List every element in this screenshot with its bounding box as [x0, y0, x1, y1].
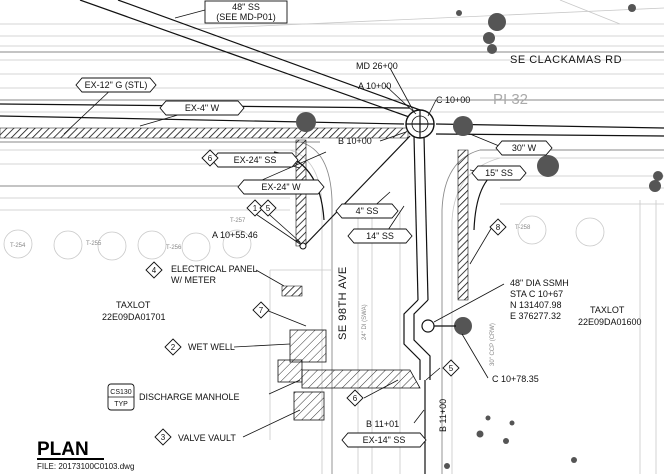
station-b-1100: B 11+00 — [438, 399, 448, 432]
label-30-ccp: 30" CCP (CRW) — [490, 323, 496, 366]
detail-tag-sheet: CS130 — [110, 389, 132, 396]
taxlot-left-1: TAXLOT — [116, 300, 151, 310]
station-c-1000: C 10+00 — [436, 95, 470, 105]
tree-label-256: T-256 — [166, 245, 182, 251]
label-ex-4w: EX-4" W — [185, 103, 220, 113]
callout-5b: 5 — [449, 364, 454, 373]
street-clackamas: SE CLACKAMAS RD — [510, 54, 622, 66]
manhole-note-2: STA C 10+67 — [510, 289, 563, 299]
callout-4: 4 — [152, 266, 157, 275]
label-15-ss: 15" SS — [485, 168, 513, 178]
callout-7: 7 — [259, 306, 264, 315]
callout-3: 3 — [161, 433, 166, 442]
file-name: FILE: 20173100C0103.dwg — [37, 462, 134, 471]
label-see-md-p01: (SEE MD-P01) — [216, 12, 276, 22]
tree-label-255: T-255 — [86, 241, 102, 247]
label-w-meter: W/ METER — [171, 275, 216, 285]
label-14-ss: 14" SS — [366, 231, 394, 241]
station-md-26: MD 26+00 — [356, 61, 398, 71]
label-discharge-manhole: DISCHARGE MANHOLE — [139, 392, 240, 402]
tree-label-258: T-258 — [515, 225, 531, 231]
label-48-ss: 48" SS — [232, 2, 260, 12]
tree-label-257: T-257 — [230, 218, 246, 224]
callout-8: 8 — [496, 223, 501, 232]
label-30-w: 30" W — [512, 143, 537, 153]
label-24-di: 24" DI (SWA) — [362, 304, 368, 340]
taxlot-right-2: 22E09DA01600 — [578, 317, 642, 327]
label-valve-vault: VALVE VAULT — [178, 433, 236, 443]
station-b-1101: B 11+01 — [366, 419, 399, 429]
plan-title: PLAN — [37, 439, 89, 460]
gray-pi-label: PI 32 — [493, 91, 528, 108]
label-wet-well: WET WELL — [188, 342, 235, 352]
station-c-1078: C 10+78.35 — [492, 374, 539, 384]
callouts: 6 1 5 4 7 2 3 8 5 6 — [145, 149, 507, 446]
taxlot-right-1: TAXLOT — [590, 305, 625, 315]
manhole-note-1: 48" DIA SSMH — [510, 278, 569, 288]
text-labels: 48" SS (SEE MD-P01) SE CLACKAMAS RD PI 3… — [37, 2, 642, 471]
callout-6: 6 — [208, 154, 213, 163]
trees: T-254 T-255 T-256 T-257 T-258 — [3, 215, 605, 262]
utility-dots — [444, 4, 663, 469]
proposed-sewer — [299, 109, 456, 474]
station-a-1055: A 10+55.46 — [212, 230, 258, 240]
manhole-note-4: E 376277.32 — [510, 311, 561, 321]
manhole-note-3: N 131407.98 — [510, 300, 562, 310]
taxlot-left-2: 22E09DA01701 — [102, 312, 166, 322]
tree-label-254: T-254 — [10, 243, 26, 249]
detail-tag-typ: TYP — [114, 401, 128, 408]
station-structures — [277, 329, 421, 421]
station-b-1000: B 10+00 — [338, 136, 372, 146]
label-ex-14ss: EX-14" SS — [363, 435, 406, 445]
label-ex-24w: EX-24" W — [261, 182, 301, 192]
callout-6b: 6 — [353, 394, 358, 403]
label-electrical-panel: ELECTRICAL PANEL — [171, 264, 258, 274]
label-ex-12g: EX-12" G (STL) — [85, 80, 148, 90]
label-4-ss: 4" SS — [356, 206, 379, 216]
existing-utilities — [0, 0, 664, 139]
callout-5: 5 — [266, 204, 271, 213]
callout-1: 1 — [253, 204, 258, 213]
station-a-1000: A 10+00 — [358, 81, 391, 91]
label-ex-24ss: EX-24" SS — [234, 155, 277, 165]
detail-tag: CS130 TYP — [107, 383, 135, 411]
street-98th: SE 98TH AVE — [337, 266, 349, 340]
callout-2: 2 — [171, 343, 176, 352]
existing-manholes — [296, 112, 473, 335]
